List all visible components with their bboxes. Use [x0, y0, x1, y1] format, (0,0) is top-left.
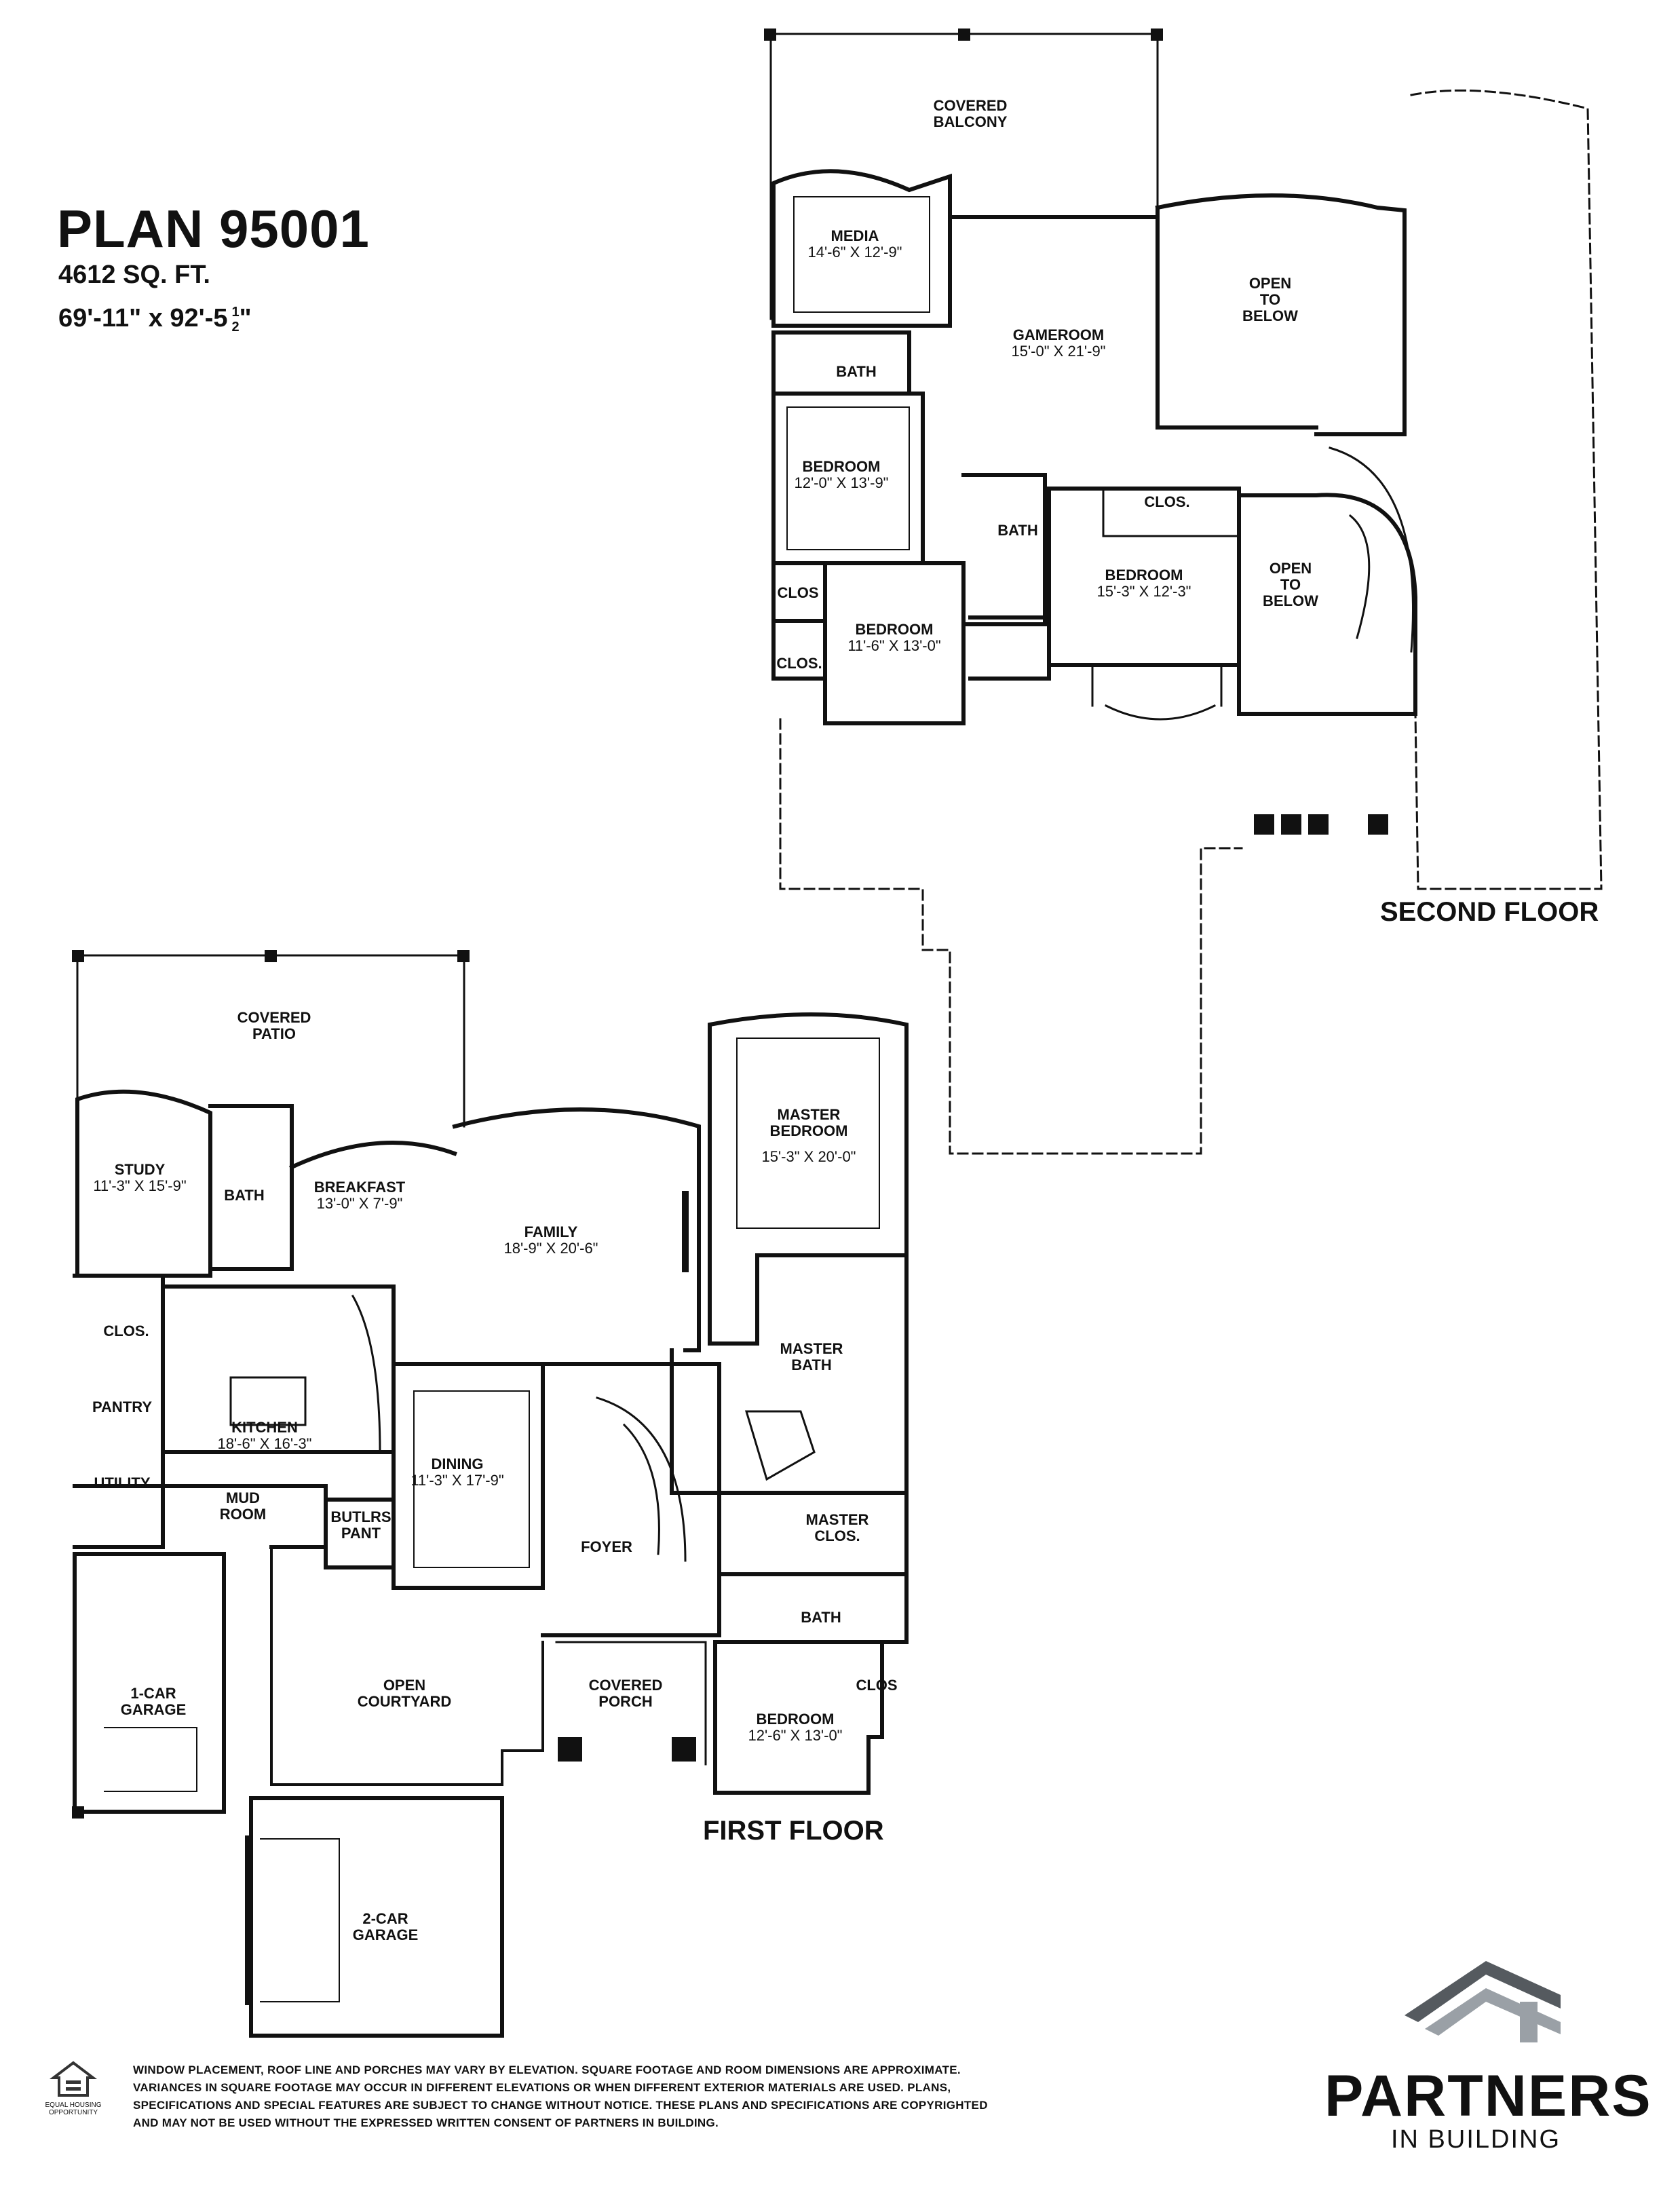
partners-logo-name: PARTNERS — [1324, 2063, 1652, 2129]
fraction-denominator: 2 — [231, 319, 240, 335]
room-bath-first-1: BATH — [224, 1187, 265, 1204]
disclaimer-line-3: SPECIFICATIONS AND SPECIAL FEATURES ARE … — [133, 2099, 988, 2112]
plan-dimensions-tail: " — [239, 304, 252, 332]
second-floor-label: SECOND FLOOR — [1380, 897, 1599, 927]
columns — [72, 28, 1388, 1819]
room-bath-second-2: BATH — [997, 522, 1038, 539]
equal-housing-text: EQUAL HOUSING OPPORTUNITY — [45, 2101, 102, 2116]
room-bath-second-1: BATH — [836, 363, 877, 380]
disclaimer-line-4: AND MAY NOT BE USED WITHOUT THE EXPRESSE… — [133, 2116, 719, 2129]
plan-square-footage: 4612 SQ. FT. — [58, 261, 210, 289]
disclaimer-line-2: VARIANCES IN SQUARE FOOTAGE MAY OCCUR IN… — [133, 2081, 951, 2094]
room-closet-first: CLOS. — [103, 1322, 149, 1339]
first-floor-label: FIRST FLOOR — [703, 1816, 884, 1846]
disclaimer-line-1: WINDOW PLACEMENT, ROOF LINE AND PORCHES … — [133, 2063, 961, 2076]
room-closet-first-2: CLOS — [856, 1677, 898, 1694]
partners-logo-subtitle: IN BUILDING — [1391, 2125, 1561, 2154]
equal-housing-icon — [50, 2061, 97, 2097]
room-utility: UTILITY — [94, 1474, 151, 1491]
room-closet-second-2: CLOS — [777, 584, 819, 601]
room-bath-first-2: BATH — [801, 1609, 841, 1626]
room-pantry: PANTRY — [92, 1398, 152, 1415]
plan-title: PLAN 95001 — [57, 199, 370, 259]
plan-dimensions-main: 69'-11" x 92'-5 — [58, 304, 228, 332]
room-foyer: FOYER — [581, 1538, 632, 1555]
partners-roof-logo-icon — [1405, 1961, 1561, 2042]
first-floor-walls — [73, 954, 909, 2038]
disclaimer-text: WINDOW PLACEMENT, ROOF LINE AND PORCHES … — [133, 2061, 1286, 2132]
fraction-numerator: 1 — [231, 304, 240, 320]
room-closet-second-3: CLOS. — [776, 655, 822, 672]
equal-housing-logo: EQUAL HOUSING OPPORTUNITY — [43, 2059, 103, 2124]
room-closet-second-1: CLOS. — [1144, 493, 1190, 510]
